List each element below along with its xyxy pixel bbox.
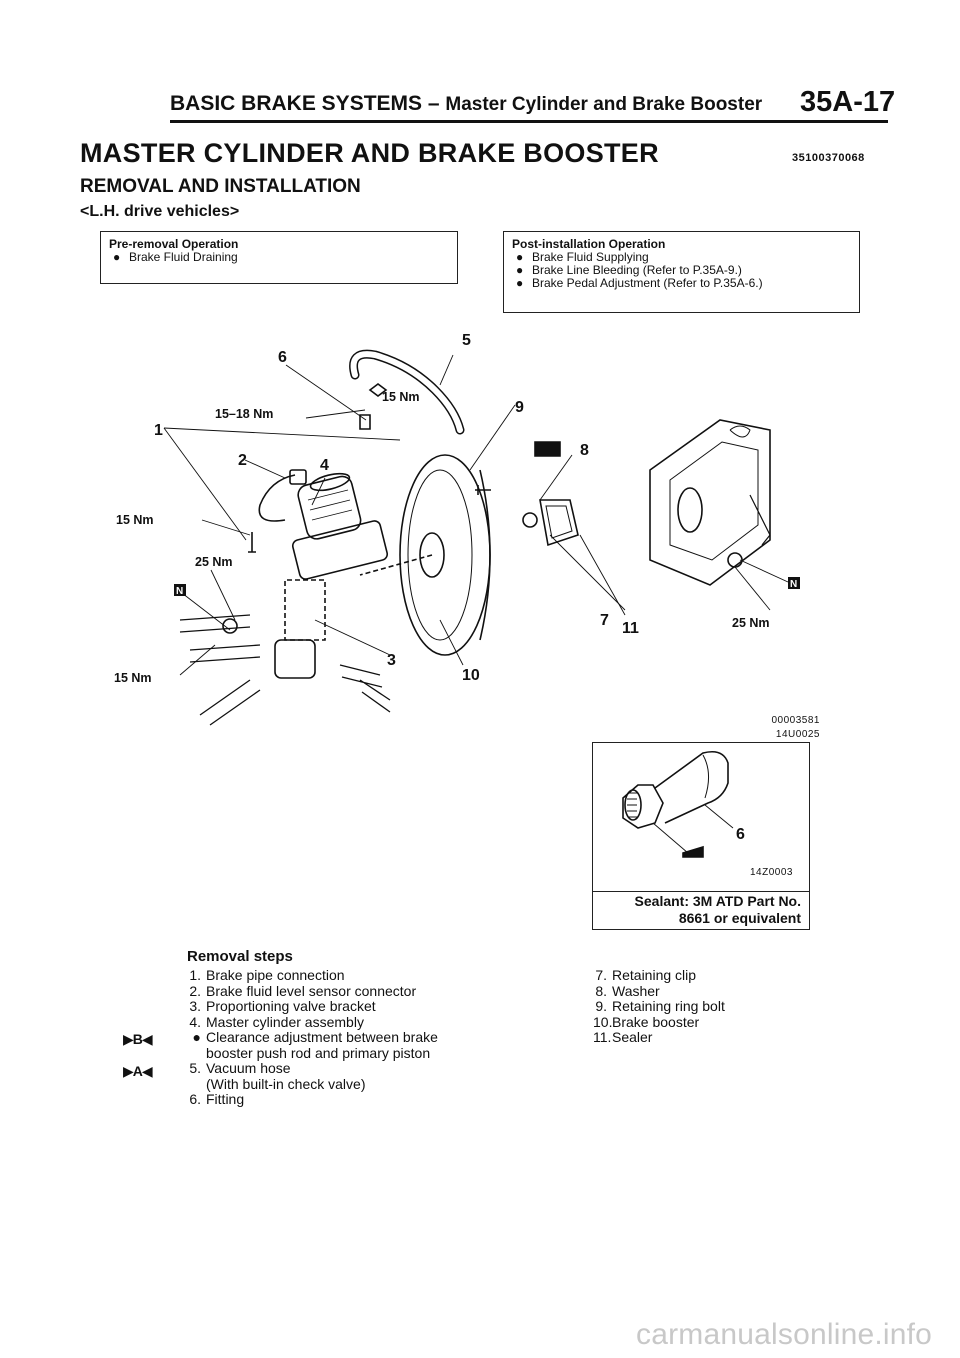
figure-code: 14U0025 [775,729,820,740]
post-installation-heading: Post-installation Operation [512,237,666,251]
bullet-icon: ● [113,250,121,264]
bullet-icon: ● [516,276,524,290]
pre-removal-heading: Pre-removal Operation [109,237,239,251]
bullet-icon: ● [516,250,524,264]
list-item-continuation: (With built-in check valve) [206,1075,366,1092]
mounting-bracket-icon [649,419,771,586]
retaining-clip-icon [522,512,538,528]
torque-label: 15–18 Nm [215,407,273,421]
sealant-note: Sealant: 3M ATD Part No. 8661 or equival… [634,893,801,926]
torque-label: 25 Nm [195,555,233,569]
callout-4: 4 [320,457,329,474]
removal-steps-left: 1.Brake pipe connection 2.Brake fluid le… [187,967,438,1108]
torque-label: 15 Nm [382,390,420,404]
callout-2: 2 [238,452,247,469]
removal-steps-heading: Removal steps [187,948,293,965]
list-item: 2.Brake fluid level sensor connector [189,982,417,999]
page-title: MASTER CYLINDER AND BRAKE BOOSTER [80,138,659,168]
list-item: 6.Fitting [189,1091,245,1107]
callout-6: 6 [278,349,287,366]
list-item: 10.Brake booster [593,1013,700,1030]
svg-text:N: N [790,579,797,590]
reservoir-icon [297,475,362,540]
list-item: 1.Brake pipe connection [189,967,345,983]
callout-5: 5 [462,332,471,349]
callout-3: 3 [387,652,396,669]
master-cylinder-icon [291,520,389,580]
torque-label: 15 Nm [116,513,154,527]
list-item: 4.Master cylinder assembly [189,1013,364,1030]
page-number: 35A-17 [800,86,896,118]
list-item: 11.Sealer [593,1029,653,1045]
list-item: 9.Retaining ring bolt [595,998,725,1014]
n-mark-icon: N [174,584,186,597]
fitting-detail-icon: 6 [622,750,745,858]
callout-8: 8 [580,442,589,459]
subsection-title: Master Cylinder and Brake Booster [445,94,763,115]
list-item: 5.Vacuum hose [189,1060,291,1076]
callout-1: 1 [154,422,163,439]
callout-11: 11 [622,620,639,637]
exploded-diagram: 6 5 9 1 2 4 8 3 10 7 11 15 Nm 15–18 Nm 1… [114,332,800,726]
list-item: ●Brake Fluid Draining [113,250,238,264]
list-item: 3.Proportioning valve bracket [189,998,376,1014]
removal-steps-right: 7.Retaining clip 8.Washer 9.Retaining ri… [593,967,725,1046]
sealant-detail-box: 6 Sealant: 3M ATD Part No. 8661 or equiv… [592,742,810,930]
callout-6: 6 [736,826,745,843]
header-rule [170,120,888,123]
torque-label: 25 Nm [732,616,770,630]
n-mark-icon: N [788,577,800,590]
list-item: ●Brake Line Bleeding (Refer to P.35A-9.) [516,263,742,277]
vehicle-variant: <L.H. drive vehicles> [80,203,240,220]
section-subtitle: REMOVAL AND INSTALLATION [80,176,361,197]
callout-7: 7 [600,612,609,629]
list-item-continuation: booster push rod and primary piston [206,1044,431,1061]
post-installation-box: Post-installation Operation ●Brake Fluid… [503,231,860,313]
callout-10: 10 [462,667,480,684]
figure-code: 14Z0003 [750,867,793,878]
watermark: carmanualsonline.info [636,1318,933,1351]
section-title: BASIC BRAKE SYSTEMS – [170,92,440,115]
bullet-icon: ● [516,263,524,277]
list-item: ●Brake Pedal Adjustment (Refer to P.35A-… [516,276,763,290]
proportioning-valve-icon [274,639,316,679]
svg-text:N: N [176,586,183,597]
list-item: ●Brake Fluid Supplying [516,250,649,264]
torque-label: 15 Nm [114,671,152,685]
brake-booster-icon [399,454,491,656]
sealer-icon [539,499,579,547]
figure-code: 00003581 [771,715,820,726]
callout-9: 9 [515,399,524,416]
service-point-a-mark: ▶A◀ [123,1063,153,1079]
service-point-b-mark: ▶B◀ [123,1031,153,1047]
list-item: ●Clearance adjustment between brake [192,1029,438,1045]
list-item: 8.Washer [595,982,660,999]
pre-removal-box: Pre-removal Operation ●Brake Fluid Drain… [100,231,458,284]
divider [593,891,809,892]
section-header: BASIC BRAKE SYSTEMS – Master Cylinder an… [170,92,762,116]
list-item: 7.Retaining clip [595,967,697,983]
document-number: 35100370068 [792,152,865,164]
